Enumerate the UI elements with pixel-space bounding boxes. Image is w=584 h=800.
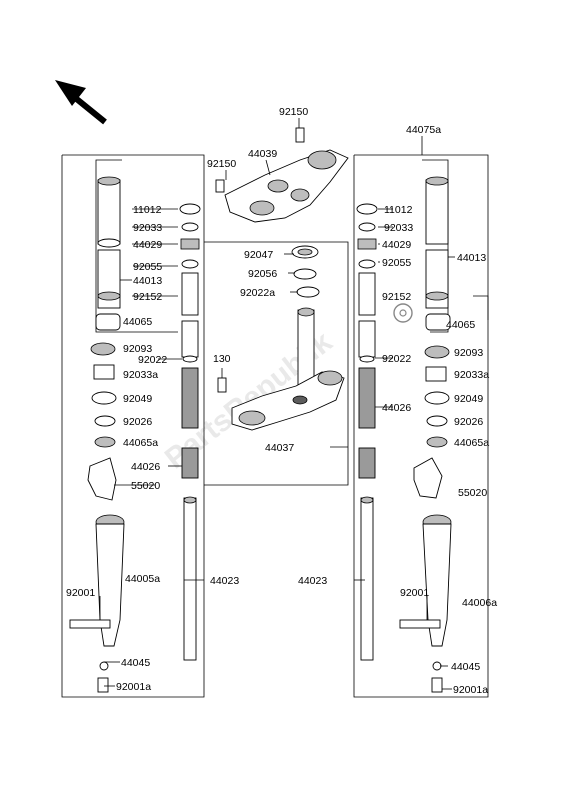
label-44013-right: 44013 <box>457 252 486 264</box>
right-fork-tube <box>425 176 451 331</box>
label-44065a-right: 44065a <box>454 437 489 449</box>
label-92022-right: 92022 <box>382 353 411 365</box>
label-44075a: 44075a <box>406 124 441 136</box>
label-44029-left: 44029 <box>133 239 162 251</box>
label-55020-left: 55020 <box>131 480 160 492</box>
label-92093-left: 92093 <box>123 343 152 355</box>
top-bracket-44039 <box>215 127 349 223</box>
label-92033a-left: 92033a <box>123 369 158 381</box>
label-92022-left: 92022 <box>138 354 167 366</box>
center-assembly-frame <box>204 241 349 486</box>
part-labels: 92150 44075a 44039 92150 11012 92033 440… <box>66 106 497 696</box>
left-outer-fork-44005a <box>69 514 125 693</box>
right-small-parts <box>356 203 450 448</box>
label-44039: 44039 <box>248 148 277 160</box>
label-92047: 92047 <box>244 249 273 261</box>
label-44005a: 44005a <box>125 573 160 585</box>
left-fork-cover-55020 <box>87 457 117 501</box>
label-92001-right: 92001 <box>400 587 429 599</box>
right-fork-cover-55020 <box>413 457 443 499</box>
left-small-parts <box>90 203 201 448</box>
label-44065a-left: 44065a <box>123 437 158 449</box>
left-damper-rod-44023 <box>183 496 197 661</box>
label-44045-right: 44045 <box>451 661 480 673</box>
label-92001-left: 92001 <box>66 587 95 599</box>
label-44045-left: 44045 <box>121 657 150 669</box>
label-92055-right: 92055 <box>382 257 411 269</box>
left-assembly-frame <box>61 154 205 698</box>
right-inner-bracket <box>422 159 489 333</box>
label-44023-right: 44023 <box>298 575 327 587</box>
label-92026-left: 92026 <box>123 416 152 428</box>
label-92001a-right: 92001a <box>453 684 488 696</box>
label-44023-left: 44023 <box>210 575 239 587</box>
direction-arrow-icon <box>55 80 107 125</box>
label-44013-left: 44013 <box>133 275 162 287</box>
label-92152-left: 92152 <box>133 291 162 303</box>
label-92033-left: 92033 <box>133 222 162 234</box>
left-fork-spring <box>181 367 199 479</box>
label-11012-right: 11012 <box>384 204 413 216</box>
gear-icon <box>393 303 413 323</box>
label-92001a-left: 92001a <box>116 681 151 693</box>
label-44065-right: 44065 <box>446 319 475 331</box>
label-44065-left: 44065 <box>123 316 152 328</box>
left-inner-bracket <box>95 159 178 333</box>
label-44026-left: 44026 <box>131 461 160 473</box>
label-92026-right: 92026 <box>454 416 483 428</box>
label-11012-left: 11012 <box>133 204 162 216</box>
lower-bracket-44037 <box>231 370 345 431</box>
label-92049-right: 92049 <box>454 393 483 405</box>
label-55020-right: 55020 <box>458 487 487 499</box>
label-92093-right: 92093 <box>454 347 483 359</box>
label-44037: 44037 <box>265 442 294 454</box>
label-92150-top: 92150 <box>279 106 308 118</box>
right-assembly-frame <box>353 136 489 698</box>
label-44006a: 44006a <box>462 597 497 609</box>
right-damper-rod-44023 <box>360 496 374 661</box>
label-44026-right: 44026 <box>382 402 411 414</box>
label-92033a-right: 92033a <box>454 369 489 381</box>
label-44029-right: 44029 <box>382 239 411 251</box>
label-92022a: 92022a <box>240 287 275 299</box>
label-92049-left: 92049 <box>123 393 152 405</box>
label-92152-right: 92152 <box>382 291 411 303</box>
label-92056: 92056 <box>248 268 277 280</box>
left-fork-tube <box>95 176 121 331</box>
label-92150-left: 92150 <box>207 158 236 170</box>
label-130: 130 <box>213 353 231 365</box>
label-92033-right: 92033 <box>384 222 413 234</box>
right-fork-spring <box>358 367 376 479</box>
leader-lines <box>99 118 455 690</box>
right-outer-fork-44006a <box>399 514 452 693</box>
label-92055-left: 92055 <box>133 261 162 273</box>
